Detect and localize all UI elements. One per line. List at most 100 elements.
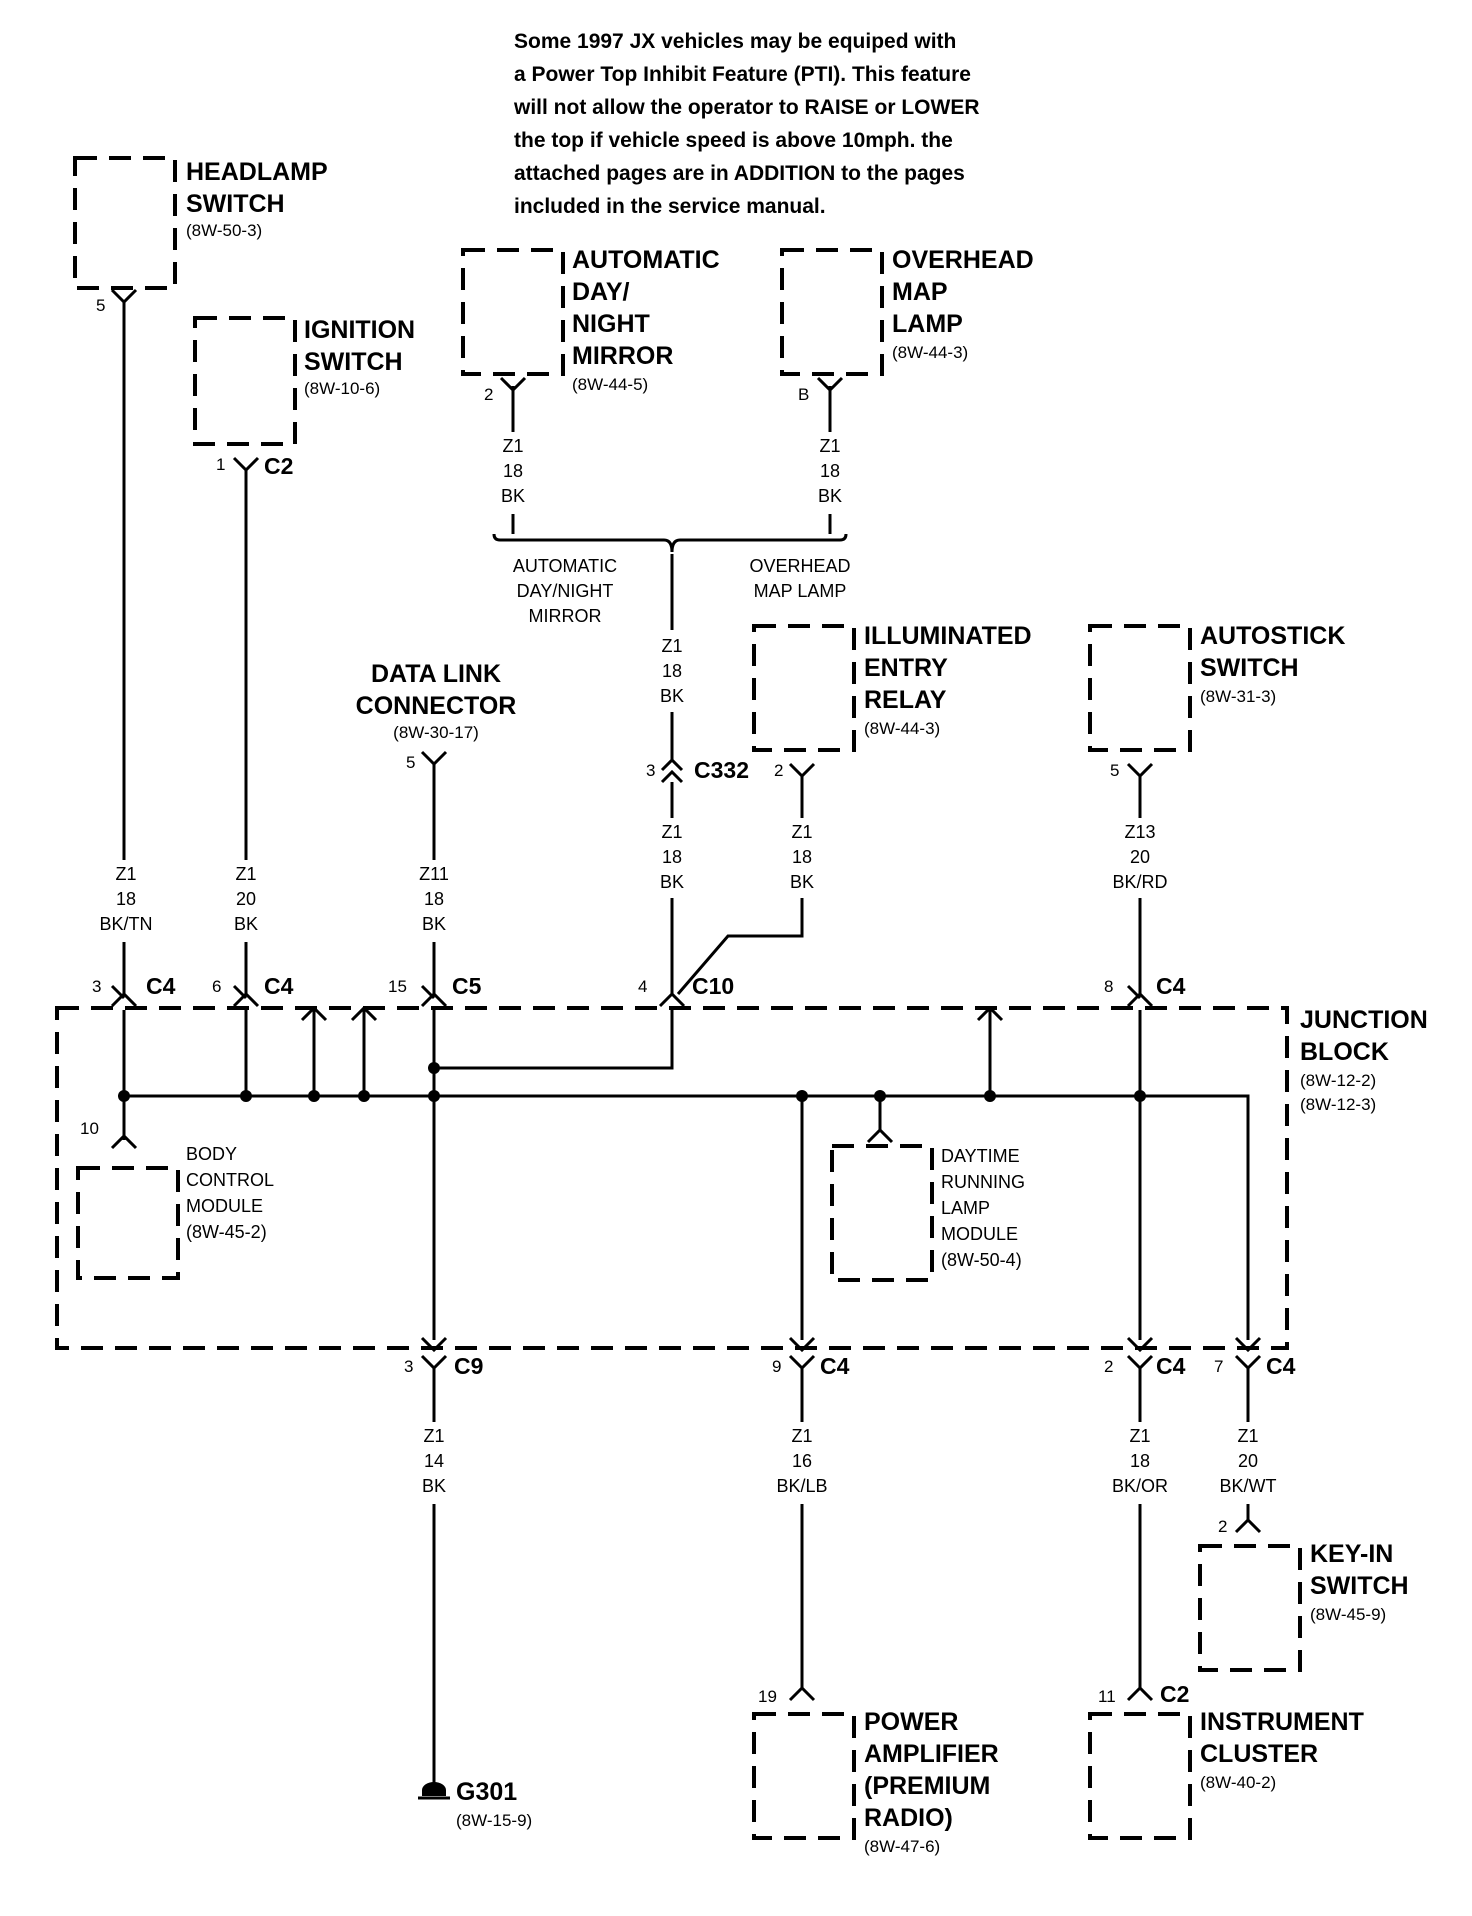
dlc-title: DATA LINK [371,660,501,688]
connector-label: C4 [1266,1353,1296,1379]
note-block: Some 1997 JX vehicles may be equiped wit… [513,30,980,218]
ground-g301: G301 (8W-15-9) [418,1778,532,1830]
amplifier-title: AMPLIFIER [864,1740,999,1768]
headlamp-switch-title: HEADLAMP [186,158,328,186]
key-in-switch: KEY-IN SWITCH (8W-45-9) 2 [1198,1517,1409,1672]
wire-gauge: 18 [820,461,840,481]
ground-symbol [422,1782,446,1796]
pin-label: 5 [1110,761,1119,780]
connector-symbol [788,762,816,779]
connector-label: C4 [1156,973,1186,999]
connector-symbol [420,1354,448,1380]
wire-color: BK/LB [776,1476,827,1496]
connector-symbol [866,1127,894,1144]
wire-color: BK [422,914,446,934]
dlc-ref: (8W-30-17) [393,723,479,742]
cluster-title: INSTRUMENT [1200,1708,1364,1736]
headlamp-switch-title: SWITCH [186,190,285,218]
note-line: attached pages are in ADDITION to the pa… [514,162,965,185]
splice-dot [118,1090,130,1102]
relay-box [752,624,856,752]
wire-gauge: 18 [1130,1451,1150,1471]
connector-symbol [420,991,448,1008]
wire-circuit: Z1 [502,436,523,456]
wire-gauge: 16 [792,1451,812,1471]
drl-title: RUNNING [941,1172,1025,1192]
headlamp-switch-box [73,156,177,290]
connector-symbol [1126,1354,1154,1380]
bcm-ref: (8W-45-2) [186,1222,267,1242]
connector-symbol [788,1685,816,1702]
wire-circuit: Z13 [1124,822,1155,842]
connector-label: C2 [1160,1681,1189,1707]
pin-label: 8 [1104,977,1113,996]
wire-color: BK [790,872,814,892]
ignition-switch-ref: (8W-10-6) [304,379,380,398]
pin-label: 3 [646,761,655,780]
pin-label: 2 [1104,1357,1113,1376]
key-in-title: SWITCH [1310,1572,1409,1600]
ground-title: G301 [456,1778,517,1806]
wire-gauge: 18 [662,847,682,867]
drl-box [830,1144,934,1282]
wire-color: BK [501,486,525,506]
splice-dot [428,1062,440,1074]
connector-symbol [816,376,844,393]
relay-title: ILLUMINATED [864,622,1032,650]
connector-label: C2 [264,453,293,479]
amplifier-title: (PREMIUM [864,1772,990,1800]
map-lamp-box [780,248,884,376]
amplifier-ref: (8W-47-6) [864,1837,940,1856]
note-line: included in the service manual. [514,195,826,218]
splice-dots [118,1062,1146,1102]
mirror-title: NIGHT [572,310,650,338]
wire-gauge: 18 [116,889,136,909]
ignition-switch-box [193,316,297,446]
connector-symbol [1126,984,1142,1000]
jb-bus [124,1094,1250,1340]
connector-label: C4 [146,973,176,999]
wire-circuit: Z1 [661,636,682,656]
mirror-title: MIRROR [572,342,673,370]
pin-label: 15 [388,977,407,996]
wire-color: BK [422,1476,446,1496]
connector-symbol [232,456,260,473]
key-in-ref: (8W-45-9) [1310,1605,1386,1624]
connector-symbol [1126,762,1154,779]
note-line: Some 1997 JX vehicles may be equiped wit… [514,30,956,53]
wire-gauge: 18 [424,889,444,909]
wire-circuit: Z1 [1237,1426,1258,1446]
connector-symbol [658,991,686,1008]
connector-symbol [1126,1336,1154,1353]
bcm-box [76,1166,180,1280]
map-lamp-title: MAP [892,278,948,306]
relay-ref: (8W-44-3) [864,719,940,738]
splice: AUTOMATIC DAY/NIGHT MIRROR OVERHEAD MAP … [492,533,851,626]
drl-ref: (8W-50-4) [941,1250,1022,1270]
ignition-switch: IGNITION SWITCH (8W-10-6) 1 C2 [193,316,415,479]
dlc-title: CONNECTOR [356,692,517,720]
body-control-module: BODY CONTROL MODULE (8W-45-2) 10 [76,1119,274,1280]
autostick-box [1088,624,1192,752]
connector-symbol [1126,1685,1154,1702]
wire-color: BK [660,872,684,892]
connector-symbol [499,376,527,393]
wire-color: BK/RD [1112,872,1167,892]
note-line: will not allow the operator to RAISE or … [513,96,980,119]
amplifier-title: POWER [864,1708,958,1736]
connector-symbol [420,750,448,767]
drl-title: LAMP [941,1198,990,1218]
wire-gauge: 20 [236,889,256,909]
splice-dot [796,1090,808,1102]
connector-label: C5 [452,973,482,999]
wire-color: BK [818,486,842,506]
connector-symbol [420,984,436,1000]
wire-relay [676,898,804,995]
drl-module: DAYTIME RUNNING LAMP MODULE (8W-50-4) [830,1144,1025,1282]
overhead-map-lamp: OVERHEAD MAP LAMP (8W-44-3) B [780,246,1034,404]
wire-circuit: Z11 [419,864,449,884]
splice-dot [874,1090,886,1102]
wire-lines [122,300,1250,1786]
wire-color: BK [234,914,258,934]
wire-circuit: Z1 [423,1426,444,1446]
